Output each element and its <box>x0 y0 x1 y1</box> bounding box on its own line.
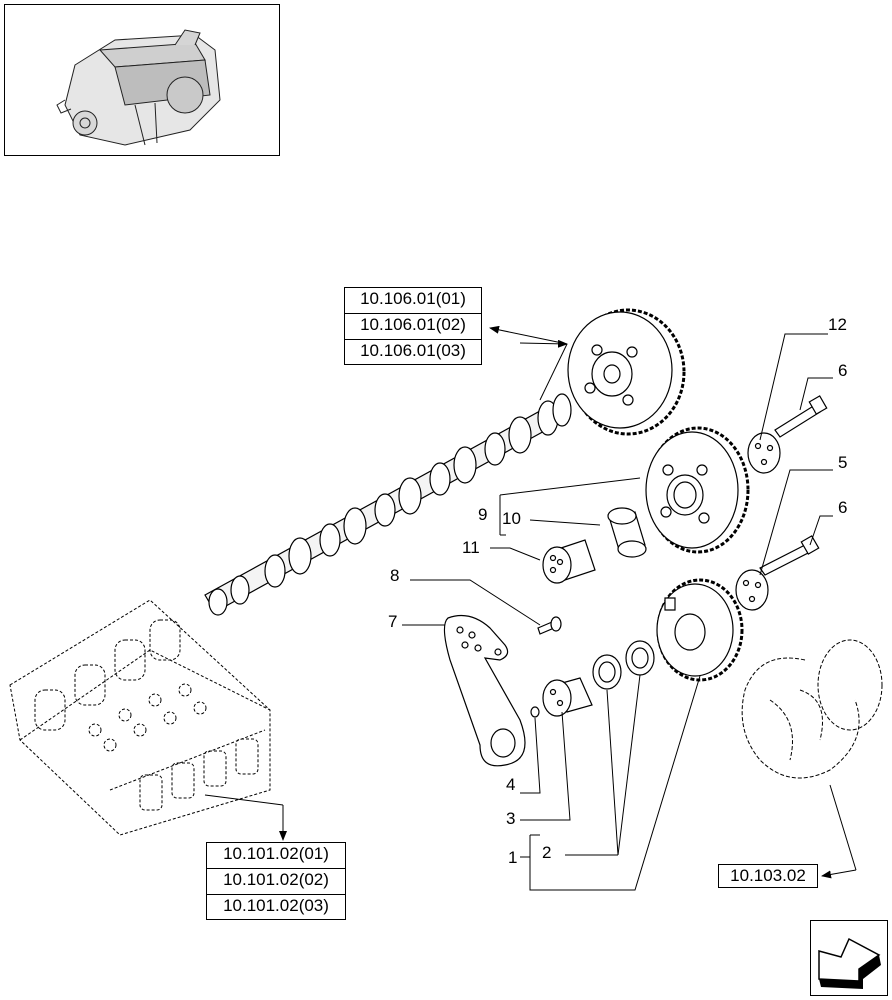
ref-block-2[interactable]: 10.101.02(02) <box>206 868 346 894</box>
gear-1 <box>656 578 744 682</box>
callout-6-lower: 6 <box>838 498 848 517</box>
washer-12 <box>747 395 828 474</box>
callout-10: 10 <box>502 509 521 528</box>
screw-8 <box>537 616 562 635</box>
ref-crankshaft[interactable]: 10.103.02 <box>718 864 818 888</box>
bushing-10 <box>607 507 647 558</box>
callout-8: 8 <box>390 566 400 585</box>
cylinder-block <box>9 599 271 836</box>
camshaft <box>204 393 572 616</box>
callout-12: 12 <box>828 315 847 334</box>
hub-3 <box>530 677 593 718</box>
callout-1: 1 <box>508 848 518 867</box>
washer-5 <box>735 535 820 611</box>
crankshaft <box>741 639 883 779</box>
bracket-7 <box>443 615 526 767</box>
callout-9: 9 <box>478 505 488 524</box>
idler-gear <box>645 426 750 554</box>
engine-thumbnail-icon[interactable] <box>4 4 280 156</box>
engine-sketch <box>56 29 221 146</box>
ref-camshaft-2[interactable]: 10.106.01(02) <box>344 313 482 339</box>
arrow-graphic <box>818 937 881 989</box>
callout-2: 2 <box>542 843 552 862</box>
callout-6-upper: 6 <box>838 361 848 380</box>
hub-11 <box>542 539 596 584</box>
callout-3: 3 <box>506 809 516 828</box>
bushings-2 <box>592 640 655 690</box>
callout-11: 11 <box>462 538 480 557</box>
ref-camshaft-3[interactable]: 10.106.01(03) <box>344 339 482 365</box>
camshaft-gear <box>567 308 686 436</box>
ref-camshaft-1[interactable]: 10.106.01(01) <box>344 287 482 313</box>
ref-block-1[interactable]: 10.101.02(01) <box>206 842 346 868</box>
callout-7: 7 <box>388 612 398 631</box>
callout-4: 4 <box>506 775 516 794</box>
next-page-arrow-icon[interactable] <box>810 920 888 996</box>
leader-lines <box>204 325 857 891</box>
ref-block-3[interactable]: 10.101.02(03) <box>206 894 346 920</box>
callout-5: 5 <box>838 453 848 472</box>
